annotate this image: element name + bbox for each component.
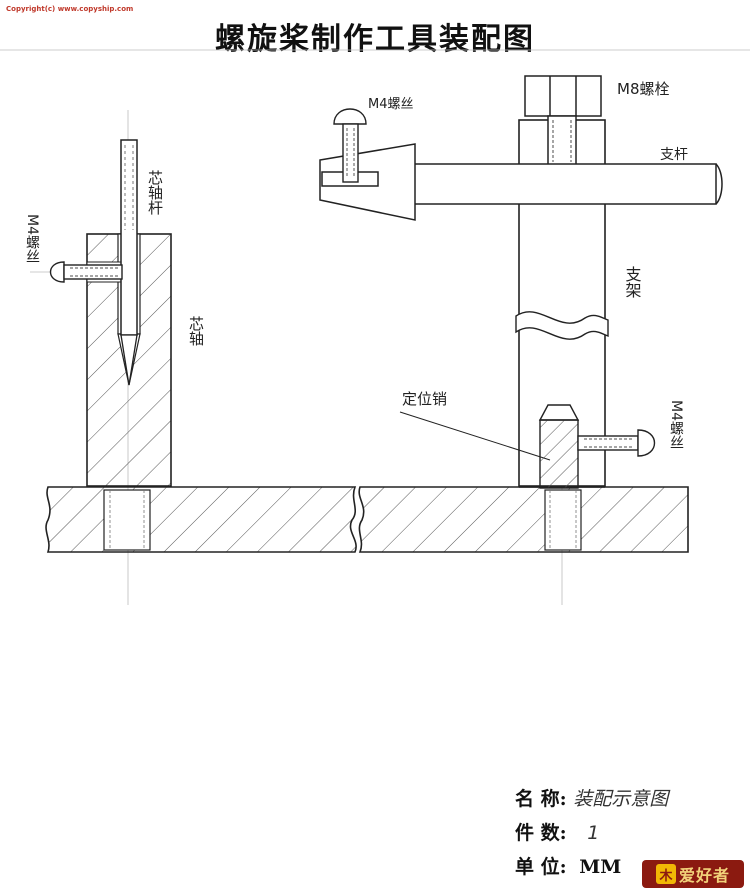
m4-screw-right: [577, 429, 655, 457]
title-block-name-row: 名 称: 装配示意图: [515, 784, 668, 811]
title-block-unit-row: 单 位: MM: [515, 852, 621, 879]
label-m8-bolt: M8螺栓: [617, 80, 670, 98]
label-bracket: 支架: [623, 266, 642, 298]
label-m4-screw-right: M4螺丝: [668, 400, 684, 449]
m4-screw-left: [49, 261, 123, 283]
label-m4-screw-left: M4螺丝: [24, 214, 40, 263]
copyright-watermark: Copyright(c) www.copyship.com: [6, 5, 134, 13]
m8-bolt: [524, 75, 602, 167]
logo-mark-icon: 木: [655, 864, 676, 884]
base-plate-left: [45, 486, 357, 553]
label-support-rod: 支杆: [660, 147, 688, 163]
count-value: 1: [587, 822, 600, 844]
name-value: 装配示意图: [573, 788, 669, 810]
name-label: 名 称:: [515, 788, 567, 810]
unit-label: 单 位:: [515, 856, 567, 878]
label-core-shaft: 芯轴: [187, 316, 205, 346]
core-shaft-rod: [120, 139, 138, 386]
leader-locating-pin: [399, 411, 551, 461]
count-label: 件 数:: [515, 822, 567, 844]
label-core-shaft-rod: 芯轴杆: [146, 170, 164, 215]
base-plate-right: [358, 486, 689, 553]
site-logo: 木 爱好者: [642, 860, 744, 888]
unit-value: MM: [579, 856, 622, 878]
logo-text: 爱好者: [678, 866, 730, 885]
title-block-count-row: 件 数: 1: [515, 818, 599, 845]
drawing-title: 螺旋桨制作工具装配图: [215, 22, 535, 57]
label-m4-screw-top: M4螺丝: [368, 97, 414, 112]
m4-screw-top: [333, 108, 367, 183]
label-locating-pin: 定位销: [402, 390, 447, 408]
locating-pin: [538, 404, 580, 489]
